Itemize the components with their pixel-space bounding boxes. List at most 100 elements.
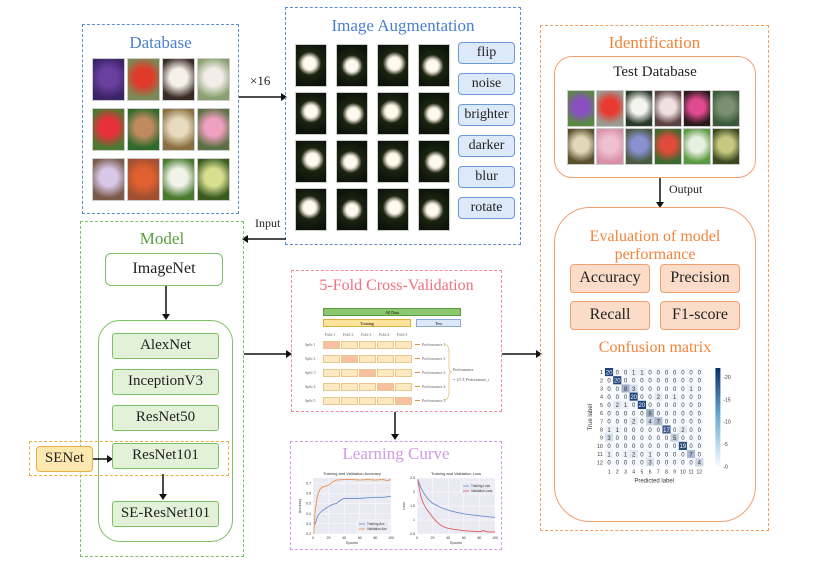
- cell-value: 0: [681, 403, 685, 409]
- augmentation-noise-button[interactable]: noise: [458, 73, 515, 95]
- cell-value: 0: [665, 461, 669, 467]
- matrix-cell: [662, 400, 671, 409]
- legend-label: Training Acc: [367, 522, 385, 526]
- augmentation-brighter-button[interactable]: brighter: [458, 104, 515, 126]
- matrix-cell: [670, 450, 679, 459]
- y-tick-label: 0.6: [306, 491, 311, 495]
- train-fold-cell: [377, 397, 394, 405]
- augmentation-blur-button[interactable]: blur: [458, 166, 515, 188]
- x-tick-label: 7: [657, 469, 660, 475]
- cell-value: 0: [624, 436, 628, 442]
- matrix-cell: [654, 392, 663, 401]
- matrix-cell: [605, 417, 614, 426]
- flower-image-yellow-green-flower: [197, 158, 230, 201]
- cell-value: 8: [624, 387, 628, 393]
- cell-value: 17: [663, 428, 670, 434]
- senet-box[interactable]: SENet: [36, 446, 93, 472]
- augmentation-rotate-button[interactable]: rotate: [458, 197, 515, 219]
- x-tick-label: 0: [416, 536, 418, 540]
- cross-validation-panel: 5-Fold Cross-Validation All Data Trainin…: [291, 270, 502, 412]
- cell-value: 0: [689, 420, 693, 426]
- cell-value: 0: [640, 395, 644, 401]
- augmented-flower-image: [295, 188, 327, 231]
- cell-value: 0: [657, 379, 661, 385]
- metric-accuracy-box[interactable]: Accuracy: [570, 264, 650, 293]
- matrix-cell: [629, 458, 638, 467]
- y-tick-label: 3: [600, 387, 603, 393]
- matrix-cell: [670, 433, 679, 442]
- train-fold-cell: [395, 341, 412, 349]
- cell-value: 7: [657, 420, 661, 426]
- matrix-cell: [646, 433, 655, 442]
- matrix-cell: [654, 417, 663, 426]
- cell-value: 0: [689, 461, 693, 467]
- matrix-cell: [695, 441, 704, 450]
- matrix-cell: [646, 368, 655, 377]
- metric-precision-box[interactable]: Precision: [660, 264, 740, 293]
- x-axis-label: Epochs: [346, 541, 358, 545]
- flower-image-white-green-flower: [162, 158, 195, 201]
- augmentation-flip-button[interactable]: flip: [458, 42, 515, 64]
- matrix-cell: [613, 392, 622, 401]
- matrix-cell: [605, 376, 614, 385]
- metric-f1-score-box[interactable]: F1-score: [660, 301, 740, 330]
- flower-image-red-puff-flower: [92, 108, 125, 151]
- cell-value: 0: [689, 411, 693, 417]
- identification-title: Identification: [608, 33, 701, 52]
- network-se-resnet101-box[interactable]: SE-ResNet101: [112, 501, 219, 527]
- matrix-cell: [662, 441, 671, 450]
- metric-recall-box[interactable]: Recall: [570, 301, 650, 330]
- x-axis-label: Predicted label: [634, 478, 674, 484]
- augmentation-darker-button[interactable]: darker: [458, 135, 515, 157]
- cell-value: 3: [632, 387, 636, 393]
- network-inceptionv3-box[interactable]: InceptionV3: [112, 369, 219, 395]
- flower-image-lavender-flower: [92, 158, 125, 201]
- performance-arrow: [415, 344, 420, 345]
- matrix-cell: [637, 425, 646, 434]
- y-tick-label: 11: [597, 452, 603, 458]
- matrix-cell: [654, 458, 663, 467]
- cell-value: 0: [632, 436, 636, 442]
- matrix-cell: [629, 376, 638, 385]
- cell-value: 0: [681, 395, 685, 401]
- cell-value: 0: [607, 461, 611, 467]
- cell-value: 0: [640, 411, 644, 417]
- matrix-cell: [695, 400, 704, 409]
- x-tick-label: 3: [624, 469, 627, 475]
- cross-validation-title: 5-Fold Cross-Validation: [319, 277, 474, 294]
- network-resnet50-box[interactable]: ResNet50: [112, 405, 219, 431]
- colorbar: [715, 368, 721, 467]
- output-label: Output: [669, 182, 703, 196]
- flower-image-red-flower: [127, 58, 160, 101]
- matrix-cell: [621, 433, 630, 442]
- x-tick-label: 40: [342, 536, 346, 540]
- network-alexnet-box[interactable]: AlexNet: [112, 333, 219, 359]
- matrix-cell: [613, 409, 622, 418]
- train-fold-cell: [323, 397, 340, 405]
- cell-value: 1: [632, 370, 636, 376]
- x-tick-label: 100: [492, 536, 498, 540]
- cell-value: 0: [698, 370, 702, 376]
- cell-value: 0: [624, 370, 628, 376]
- cell-value: 0: [640, 461, 644, 467]
- fold-label: Fold 4: [379, 332, 390, 337]
- matrix-cell: [654, 409, 663, 418]
- imagenet-box[interactable]: ImageNet: [105, 253, 223, 286]
- cell-value: 0: [673, 444, 677, 450]
- cell-value: 0: [673, 411, 677, 417]
- matrix-cell: [695, 417, 704, 426]
- cell-value: 0: [657, 403, 661, 409]
- cell-value: 3: [648, 461, 652, 467]
- train-fold-cell: [341, 369, 358, 377]
- cell-value: 0: [681, 387, 685, 393]
- flower-image-purple-violet-flower: [92, 58, 125, 101]
- matrix-cell: [670, 400, 679, 409]
- cell-value: 0: [681, 436, 685, 442]
- cell-value: 0: [698, 403, 702, 409]
- performance-brace: [444, 343, 452, 401]
- performance-label: Performance 2: [422, 356, 446, 361]
- network-resnet101-box[interactable]: ResNet101: [112, 443, 219, 469]
- y-axis-label: Loss: [402, 502, 406, 510]
- identification-panel: Identification Test Database Output Eval…: [540, 25, 769, 531]
